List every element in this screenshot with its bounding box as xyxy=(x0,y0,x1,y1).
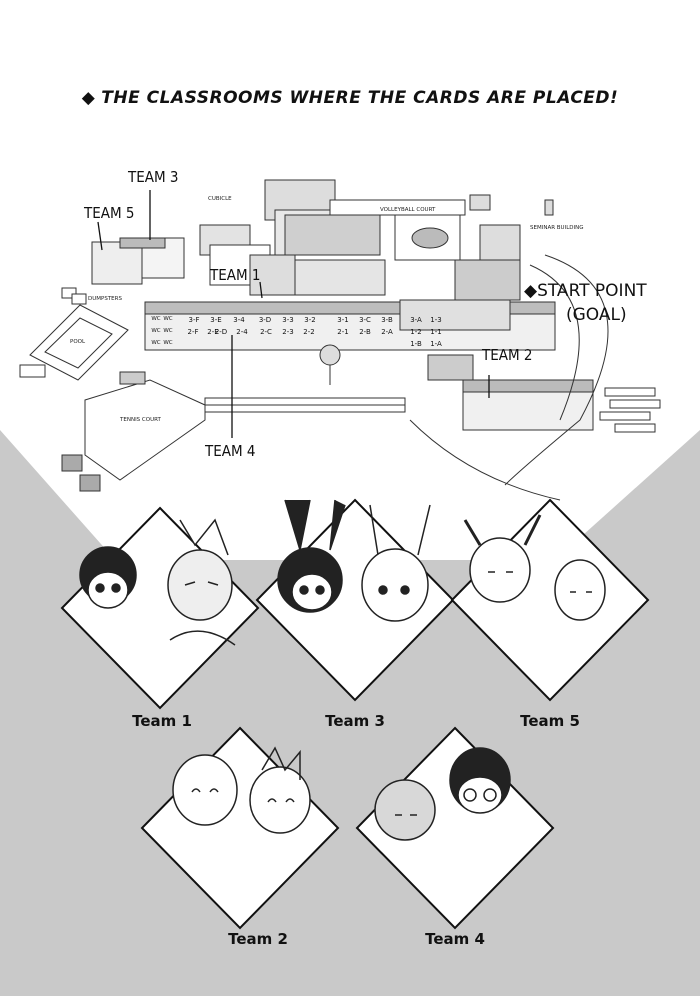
room-top-9: 3-A xyxy=(410,316,422,324)
room-mid-2: 2-D xyxy=(214,328,228,336)
room-mid-10: 1-2 xyxy=(410,328,422,336)
map-label-team4: TEAM 4 xyxy=(205,442,256,460)
team1-pointer xyxy=(259,281,263,299)
room-mid-1: 2-E xyxy=(207,328,219,336)
room-mid-9: 2-A xyxy=(381,328,393,336)
room-mid-11: 1-1 xyxy=(430,328,442,336)
caption-team4: Team 4 xyxy=(425,930,485,948)
room-top-1: 3-E xyxy=(210,316,222,324)
room-mid-7: 2-1 xyxy=(337,328,349,336)
caption-team5: Team 5 xyxy=(520,712,580,730)
room-top-3: 3-D xyxy=(258,316,272,324)
caption-team2: Team 2 xyxy=(228,930,288,948)
place-pool: POOL xyxy=(70,339,86,345)
room-top-6: 3-1 xyxy=(337,316,349,324)
wc-label: WC xyxy=(151,340,161,346)
caption-team3: Team 3 xyxy=(325,712,385,730)
room-top-0: 3-F xyxy=(188,316,200,324)
caption-team1: Team 1 xyxy=(132,712,192,730)
campus-map xyxy=(19,179,661,492)
room-top-8: 3-B xyxy=(381,316,393,324)
wc-label: WC xyxy=(163,340,173,346)
wc-label: WC xyxy=(163,328,173,334)
room-top-4: 3-3 xyxy=(282,316,294,324)
character-art xyxy=(79,499,606,841)
room-bot-1: 1-A xyxy=(430,340,442,348)
place-volleyball: VOLLEYBALL COURT xyxy=(380,207,436,213)
diamond-icon: ◆ xyxy=(81,88,96,108)
room-mid-6: 2-2 xyxy=(303,328,315,336)
room-mid-3: 2-4 xyxy=(236,328,248,336)
path-line xyxy=(504,254,609,486)
room-mid-4: 2-C xyxy=(260,328,272,336)
map-label-team2: TEAM 2 xyxy=(482,346,533,364)
room-top-5: 3-2 xyxy=(304,316,316,324)
diamond-icon: ◆ xyxy=(524,281,538,301)
room-mid-8: 2-B xyxy=(359,328,371,336)
map-label-team3: TEAM 3 xyxy=(128,168,179,186)
wc-label: WC xyxy=(151,328,161,334)
heading-text: THE CLASSROOMS WHERE THE CARDS ARE PLACE… xyxy=(101,88,619,108)
room-top-2: 3-4 xyxy=(233,316,245,324)
map-label-team5: TEAM 5 xyxy=(84,204,135,222)
map-label-team1: TEAM 1 xyxy=(210,266,261,284)
start-point-label: ◆START POINT xyxy=(524,280,647,302)
room-mid-5: 2-3 xyxy=(282,328,294,336)
room-top-7: 3-C xyxy=(359,316,371,324)
room-mid-0: 2-F xyxy=(187,328,199,336)
place-dumpsters: DUMPSTERS xyxy=(88,296,122,302)
team5-pointer xyxy=(97,221,103,251)
page-heading: ◆THE CLASSROOMS WHERE THE CARDS ARE PLAC… xyxy=(0,88,700,108)
goal-label: (GOAL) xyxy=(566,305,627,325)
place-tennis: TENNIS COURT xyxy=(120,417,161,423)
wc-label: WC xyxy=(163,316,173,322)
wc-label: WC xyxy=(151,316,161,322)
place-cubicle: CUBICLE xyxy=(208,196,232,202)
start-line1: START POINT xyxy=(537,281,647,301)
room-top-10: 1-3 xyxy=(430,316,442,324)
place-seminar: SEMINAR BUILDING xyxy=(530,225,584,231)
room-bot-0: 1-B xyxy=(410,340,422,348)
